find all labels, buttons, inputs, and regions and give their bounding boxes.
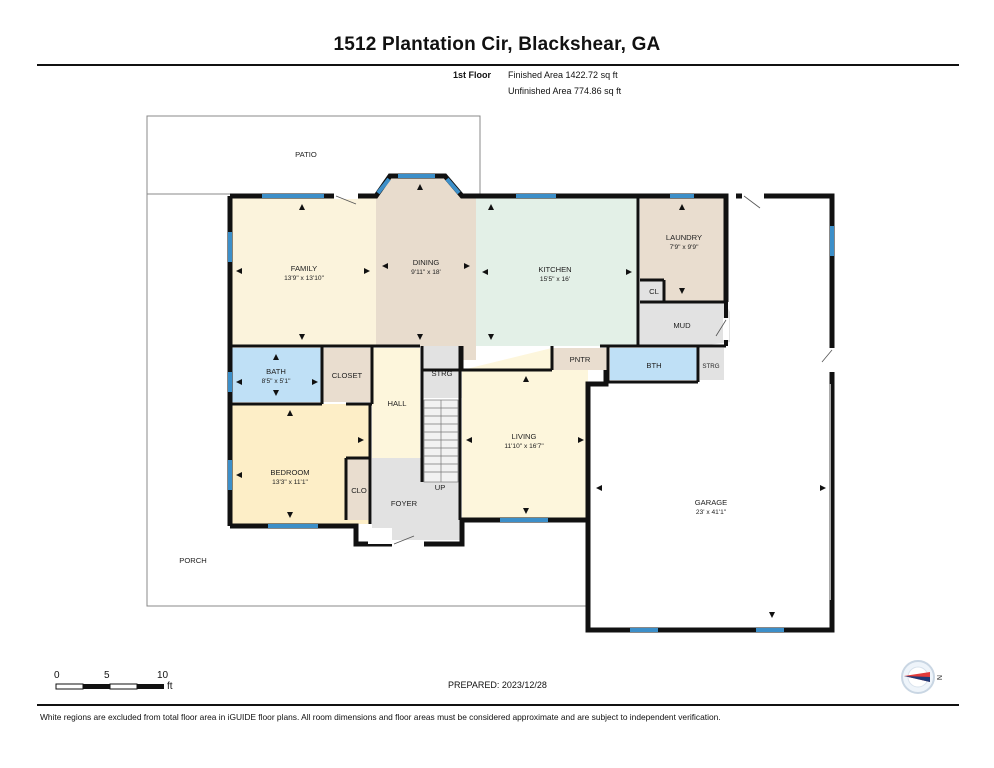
family-size: 13'9" x 13'10" bbox=[284, 275, 324, 282]
strg2-label: STRG bbox=[702, 363, 719, 370]
clo-fill bbox=[346, 458, 370, 520]
foyer-label: FOYER bbox=[391, 499, 418, 508]
clo-label: CLO bbox=[351, 486, 367, 495]
scale-five: 5 bbox=[104, 670, 110, 681]
kitchen-size: 15'5" x 16' bbox=[540, 276, 570, 283]
bth-fill bbox=[610, 348, 698, 380]
compass-icon bbox=[901, 660, 935, 694]
interior-walls bbox=[232, 196, 726, 524]
laundry-label: LAUNDRY bbox=[666, 233, 702, 242]
mud-label: MUD bbox=[673, 321, 691, 330]
mud-fill bbox=[640, 302, 730, 346]
pntr-fill bbox=[553, 348, 607, 370]
doors bbox=[334, 193, 835, 547]
hall-fill bbox=[372, 348, 420, 458]
living-label: LIVING bbox=[512, 432, 537, 441]
dimension-arrows bbox=[236, 184, 826, 618]
garage-size: 23' x 41'1" bbox=[696, 509, 727, 516]
bath-size: 8'5" x 5'1" bbox=[262, 378, 291, 385]
closet-fill bbox=[322, 348, 372, 402]
living-fill bbox=[462, 348, 588, 520]
compass-label: N bbox=[935, 675, 942, 680]
disclaimer: White regions are excluded from total fl… bbox=[40, 712, 721, 722]
porch-outline bbox=[146, 194, 588, 607]
hall-label: HALL bbox=[388, 399, 407, 408]
stairs bbox=[423, 399, 459, 483]
bedroom-size: 13'3" x 11'1" bbox=[272, 479, 308, 486]
family-label: FAMILY bbox=[291, 264, 317, 273]
pntr-label: PNTR bbox=[570, 355, 591, 364]
family-fill bbox=[230, 196, 376, 346]
scale-zero: 0 bbox=[54, 670, 60, 681]
unfinished-area: Unfinished Area 774.86 sq ft bbox=[508, 86, 622, 96]
floor-label: 1st Floor bbox=[453, 70, 492, 80]
strg2-fill bbox=[700, 348, 724, 380]
dining-size: 9'11" x 18' bbox=[411, 269, 441, 276]
patio-label: PATIO bbox=[295, 150, 317, 159]
cl-label: CL bbox=[649, 287, 659, 296]
cl-fill bbox=[640, 280, 664, 302]
kitchen-fill bbox=[476, 196, 638, 346]
scale-bar bbox=[55, 683, 164, 690]
living-size: 11'10" x 16'7" bbox=[504, 443, 544, 450]
scale-unit: ft bbox=[167, 681, 173, 692]
strg1-label: STRG bbox=[431, 369, 452, 378]
kitchen-label: KITCHEN bbox=[538, 265, 571, 274]
finished-area: Finished Area 1422.72 sq ft bbox=[508, 70, 618, 80]
header-rule bbox=[37, 64, 959, 66]
prepared-date: PREPARED: 2023/12/28 bbox=[448, 680, 547, 690]
dining-label: DINING bbox=[413, 258, 440, 267]
up-label: UP bbox=[435, 483, 446, 492]
strg1-fill bbox=[422, 346, 462, 398]
windows bbox=[228, 174, 834, 632]
footer-rule bbox=[37, 704, 959, 706]
scale-ten: 10 bbox=[157, 670, 169, 681]
porch-label: PORCH bbox=[179, 556, 206, 565]
bath-label: BATH bbox=[266, 367, 286, 376]
closet-label: CLOSET bbox=[332, 371, 363, 380]
garage-label: GARAGE bbox=[695, 498, 728, 507]
page-title: 1512 Plantation Cir, Blackshear, GA bbox=[333, 34, 661, 55]
laundry-size: 7'9" x 9'9" bbox=[670, 244, 699, 251]
bedroom-label: BEDROOM bbox=[270, 468, 309, 477]
dining-fill bbox=[376, 176, 476, 360]
bth-label: BTH bbox=[646, 361, 661, 370]
